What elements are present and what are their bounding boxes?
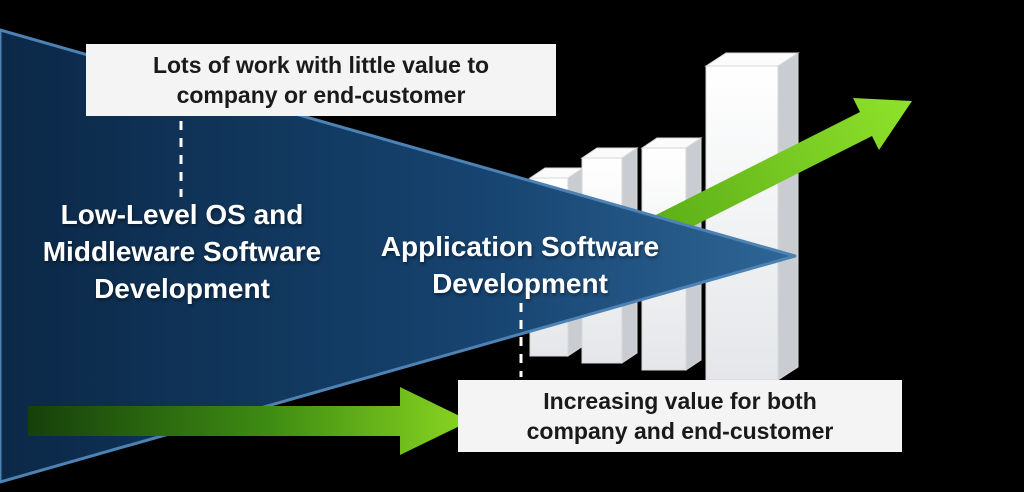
top-callout: Lots of work with little value to compan… — [86, 44, 556, 116]
value-arrow-icon — [28, 387, 470, 455]
left-region-line-3: Development — [94, 273, 270, 304]
value-arrow-shaft — [28, 406, 400, 436]
left-region-label: Low-Level OS and Middleware Software Dev… — [12, 196, 352, 307]
bar-side — [777, 52, 799, 381]
value-arrow-head — [400, 387, 470, 455]
right-region-label: Application Software Development — [355, 228, 685, 302]
growth-arrow-icon — [626, 98, 912, 254]
right-region-line-2: Development — [432, 268, 608, 299]
bottom-callout-line-1: Increasing value for both — [543, 388, 817, 414]
funnel-wedge — [0, 28, 797, 484]
left-region-line-2: Middleware Software — [42, 236, 322, 267]
bottom-callout-line-2: company and end-customer — [526, 418, 834, 444]
bar-front — [705, 65, 779, 381]
bottom-callout: Increasing value for both company and en… — [458, 380, 902, 452]
top-callout-line-2: company or end-customer — [176, 82, 466, 108]
right-region-line-1: Application Software — [380, 231, 660, 262]
top-callout-line-1: Lots of work with little value to — [152, 52, 490, 78]
left-region-line-1: Low-Level OS and — [60, 199, 304, 230]
